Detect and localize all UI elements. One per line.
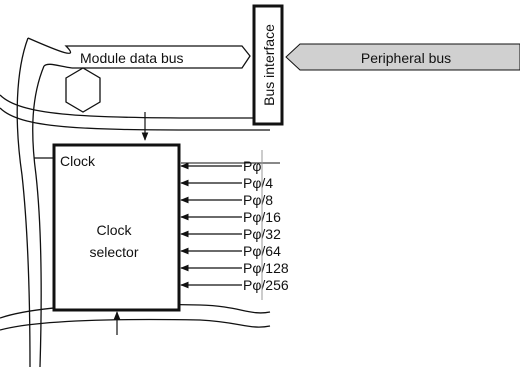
peripheral-bus-label: Peripheral bus (361, 50, 451, 66)
module-data-bus-label: Module data bus (80, 50, 184, 66)
bus-interface-label: Bus interface (261, 24, 277, 106)
clock-input-label: Pφ/256 (243, 277, 289, 293)
clock-selector-box (52, 143, 181, 312)
clock-input-label: Pφ/128 (243, 260, 289, 276)
clock-input-label: Pφ/8 (243, 192, 273, 208)
peripheral-bus-arrow (285, 43, 520, 71)
clock-port-label: Clock (60, 153, 96, 169)
clock-selector-title-1: Clock (96, 222, 132, 238)
clock-input-label: Pφ/4 (243, 175, 273, 191)
clock-input-label: Pφ (243, 158, 261, 174)
clock-selector-title-2: selector (89, 244, 138, 260)
bus-interface-box (252, 4, 284, 126)
bus-connector-hexagon (65, 67, 101, 113)
